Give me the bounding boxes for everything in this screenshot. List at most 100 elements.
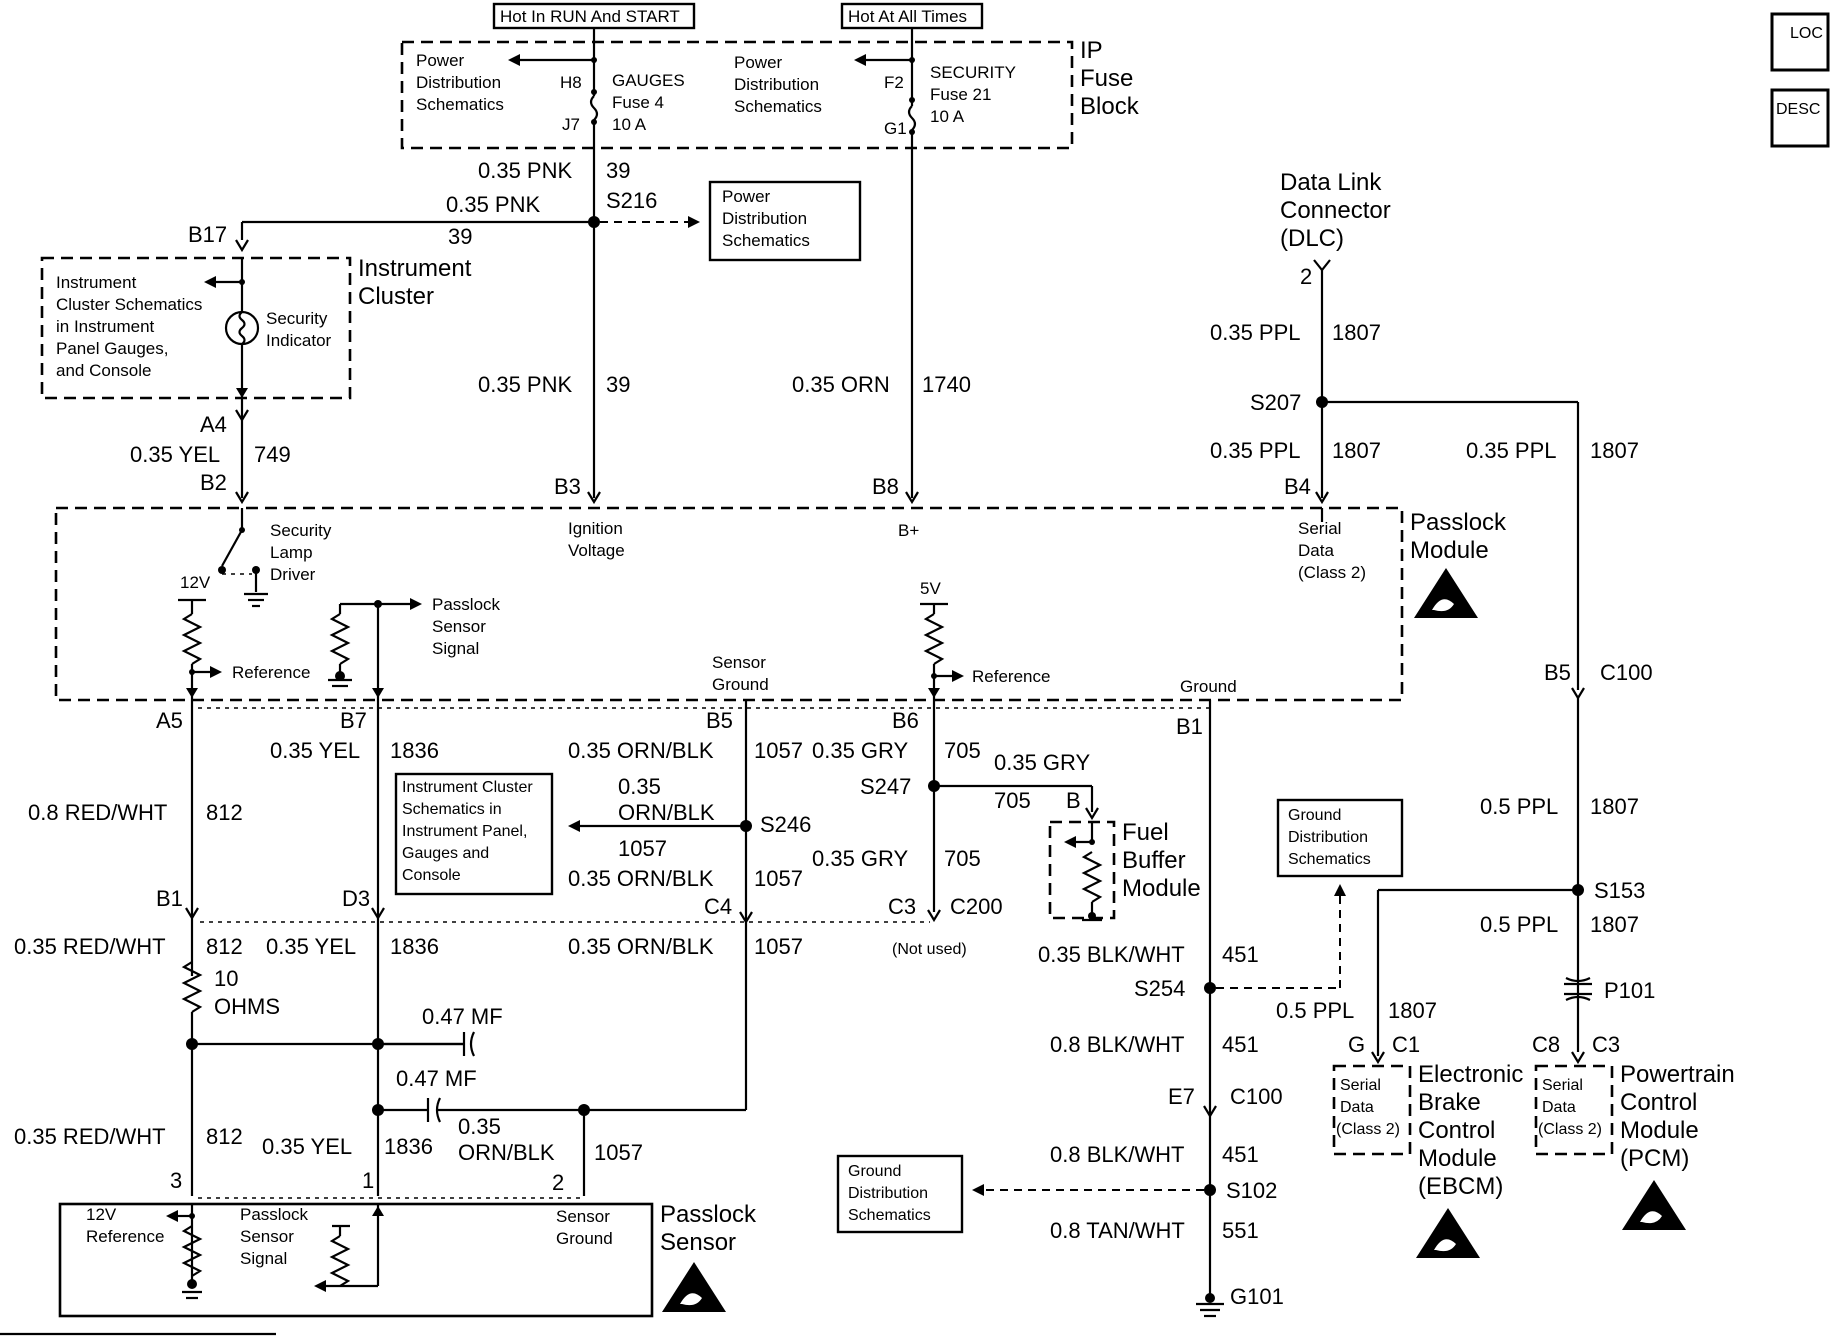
hot-all-times-label: Hot At All Times [848,7,967,26]
svg-text:G: G [1348,1032,1365,1057]
arrow-right-icon [210,666,222,678]
svg-text:Signal: Signal [432,639,479,658]
instrument-cluster-title: Instrument [358,255,472,282]
svg-text:1057: 1057 [754,866,803,891]
svg-text:1807: 1807 [1590,438,1639,463]
svg-text:B2: B2 [200,470,227,495]
svg-text:0.35 ORN/BLK: 0.35 ORN/BLK [568,738,714,763]
svg-text:0.8 TAN/WHT: 0.8 TAN/WHT [1050,1218,1185,1243]
svg-text:0.35 PPL: 0.35 PPL [1210,320,1301,345]
svg-text:1057: 1057 [618,836,667,861]
svg-text:1740: 1740 [922,372,971,397]
svg-text:Block: Block [1080,93,1140,120]
svg-text:Schematics: Schematics [1288,851,1371,868]
esd-warning-icon [1622,1180,1686,1230]
svg-text:0.35 YEL: 0.35 YEL [270,738,360,763]
ground-g101-icon [1196,1293,1224,1318]
svg-text:1836: 1836 [384,1134,433,1159]
svg-text:A4: A4 [200,412,227,437]
svg-text:Power: Power [722,187,771,206]
dlc-title: Data Link [1280,169,1382,196]
esd-warning-icon [1416,1208,1480,1258]
svg-text:C200: C200 [950,894,1003,919]
loc-tab[interactable]: LOC [1770,12,1830,72]
svg-text:0.5 PPL: 0.5 PPL [1276,998,1354,1023]
svg-text:B6: B6 [892,708,919,733]
svg-text:812: 812 [206,934,243,959]
svg-text:1807: 1807 [1590,912,1639,937]
svg-text:Sensor: Sensor [432,617,486,636]
svg-text:Reference: Reference [232,663,310,682]
svg-text:B: B [1066,788,1081,813]
svg-text:C3: C3 [1592,1032,1620,1057]
svg-text:B3: B3 [554,474,581,499]
svg-text:OHMS: OHMS [214,994,280,1019]
svg-text:B1: B1 [156,886,183,911]
svg-text:B1: B1 [1176,714,1203,739]
ground-dist-ref-box-2[interactable] [836,1154,964,1234]
svg-text:0.35 PNK: 0.35 PNK [446,192,540,217]
svg-text:12V: 12V [180,573,211,592]
arrow-left-icon [854,54,866,66]
instrument-cluster-outline [40,256,352,400]
svg-text:0.35 PPL: 0.35 PPL [1466,438,1557,463]
svg-text:in Instrument: in Instrument [56,317,155,336]
svg-text:(Class 2): (Class 2) [1336,1121,1400,1138]
svg-text:0.8 BLK/WHT: 0.8 BLK/WHT [1050,1142,1184,1167]
svg-text:1807: 1807 [1388,998,1437,1023]
instrument-cluster-ref-box[interactable] [394,772,554,896]
svg-text:1807: 1807 [1332,320,1381,345]
svg-text:39: 39 [606,158,630,183]
svg-text:Passlock: Passlock [240,1205,309,1224]
svg-text:Data: Data [1298,541,1334,560]
svg-text:A5: A5 [156,708,183,733]
svg-text:1: 1 [362,1168,374,1193]
arrow-left-icon [972,1184,984,1196]
svg-text:Buffer: Buffer [1122,847,1186,874]
svg-text:0.35 BLK/WHT: 0.35 BLK/WHT [1038,942,1185,967]
svg-text:Ground: Ground [1180,677,1237,696]
svg-text:0.35 YEL: 0.35 YEL [266,934,356,959]
ground-dist-ref-box[interactable] [1276,798,1404,878]
svg-text:Data: Data [1340,1099,1374,1116]
arrow-right-icon [952,670,964,682]
pds-ref-box[interactable] [708,180,862,262]
esd-warning-icon [662,1262,726,1312]
svg-text:0.5 PPL: 0.5 PPL [1480,912,1558,937]
svg-text:0.35 ORN/BLK: 0.35 ORN/BLK [568,866,714,891]
svg-text:0.35 ORN: 0.35 ORN [792,372,890,397]
svg-text:Serial: Serial [1298,519,1341,538]
passlock-module-outline [54,506,1404,702]
splice-s254 [1204,982,1216,994]
svg-text:0.35: 0.35 [458,1114,501,1139]
svg-text:C1: C1 [1392,1032,1420,1057]
svg-text:Serial: Serial [1340,1077,1381,1094]
svg-text:Distribution: Distribution [416,73,501,92]
svg-text:P101: P101 [1604,978,1655,1003]
svg-text:10: 10 [214,966,238,991]
splice-s102 [1204,1184,1216,1196]
svg-text:0.35 RED/WHT: 0.35 RED/WHT [14,934,166,959]
svg-text:Ground: Ground [712,675,769,694]
svg-text:ORN/BLK: ORN/BLK [618,800,715,825]
svg-text:39: 39 [448,224,472,249]
pcm-title: Powertrain [1620,1061,1735,1088]
svg-text:Cluster: Cluster [358,283,434,310]
svg-text:Console: Console [402,867,461,884]
svg-text:451: 451 [1222,942,1259,967]
svg-text:Data: Data [1542,1099,1576,1116]
svg-text:Module: Module [1410,537,1489,564]
svg-text:812: 812 [206,800,243,825]
svg-text:1807: 1807 [1590,794,1639,819]
svg-text:B17: B17 [188,222,227,247]
svg-text:C8: C8 [1532,1032,1560,1057]
desc-tab[interactable]: DESC [1770,88,1830,148]
svg-text:0.35 RED/WHT: 0.35 RED/WHT [14,1124,166,1149]
svg-text:Power: Power [416,51,465,70]
arrow-left-icon [508,54,520,66]
svg-text:0.35: 0.35 [618,774,661,799]
svg-text:551: 551 [1222,1218,1259,1243]
svg-text:E7: E7 [1168,1084,1195,1109]
svg-text:Fuse 21: Fuse 21 [930,85,991,104]
